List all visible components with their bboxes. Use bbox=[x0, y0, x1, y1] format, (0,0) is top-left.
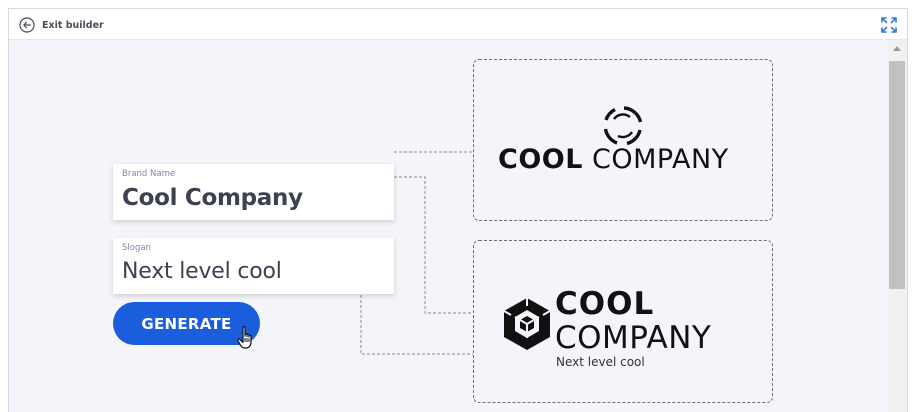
logo-option-1[interactable]: COOL COMPANY bbox=[473, 59, 773, 221]
top-bar: Exit builder bbox=[9, 9, 907, 40]
brand-name-input[interactable]: Cool Company bbox=[122, 185, 303, 211]
vertical-scrollbar[interactable] bbox=[887, 40, 907, 412]
slogan-label: Slogan bbox=[122, 243, 151, 253]
logo-option-2[interactable]: COOL COMPANY Next level cool bbox=[473, 240, 773, 403]
brand-name-label: Brand Name bbox=[122, 169, 176, 179]
scroll-up-arrow-icon[interactable] bbox=[893, 46, 901, 51]
brand-name-field[interactable]: Brand Name Cool Company bbox=[113, 164, 394, 220]
exit-builder-button[interactable]: Exit builder bbox=[19, 16, 104, 34]
broken-ring-icon bbox=[603, 106, 643, 146]
logo-2-slogan: Next level cool bbox=[556, 355, 645, 369]
hand-pointer-icon bbox=[237, 326, 252, 349]
logo-1-wordmark: COOL COMPANY bbox=[498, 144, 729, 175]
logo-1-text-bold: COOL bbox=[498, 144, 583, 175]
hexagon-cube-icon bbox=[503, 298, 551, 350]
builder-canvas: Brand Name Cool Company Slogan Next leve… bbox=[9, 40, 887, 412]
logo-2-line-2: COMPANY bbox=[555, 320, 712, 356]
generate-button[interactable]: GENERATE bbox=[113, 302, 260, 345]
scrollbar-thumb[interactable] bbox=[889, 61, 905, 289]
slogan-field[interactable]: Slogan Next level cool bbox=[113, 238, 394, 294]
logo-2-line-1: COOL bbox=[555, 286, 655, 322]
logo-1-text-light: COMPANY bbox=[592, 144, 729, 175]
fullscreen-expand-icon[interactable] bbox=[880, 16, 898, 34]
slogan-input[interactable]: Next level cool bbox=[122, 259, 282, 284]
builder-window: Exit builder Brand Name Cool Company Slo… bbox=[8, 8, 908, 412]
exit-builder-label: Exit builder bbox=[42, 19, 104, 31]
arrow-left-circle-icon bbox=[19, 17, 35, 33]
